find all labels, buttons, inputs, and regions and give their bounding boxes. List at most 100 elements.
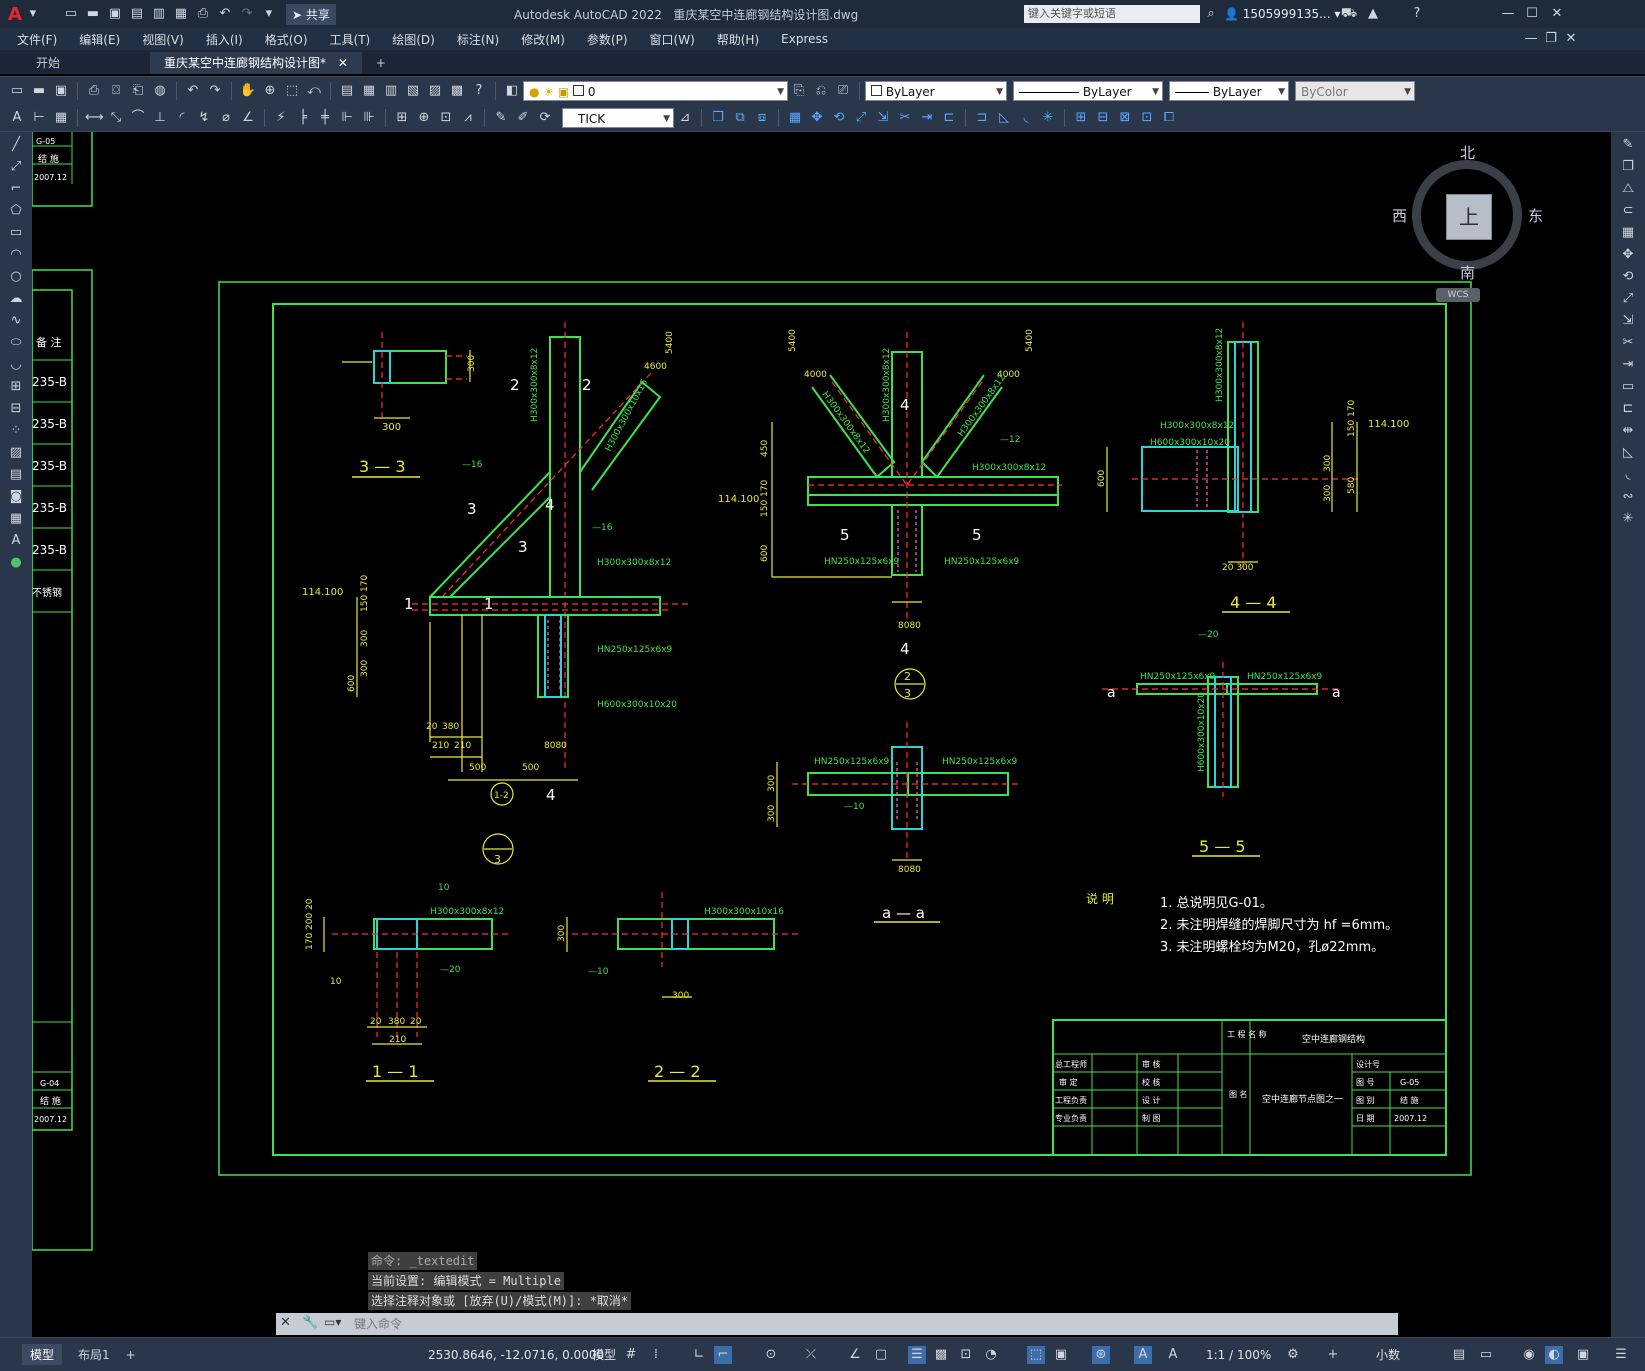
layer-state-icon[interactable]: ⎚	[837, 82, 849, 98]
open-from-web-icon[interactable]: ▥	[152, 6, 166, 21]
dim-style-icon[interactable]: ⊢	[33, 109, 45, 125]
customize-status-icon[interactable]: ☰	[1615, 1346, 1627, 1362]
color-dropdown-icon[interactable]: ▼	[996, 86, 1003, 97]
arc-length-icon[interactable]: ⌒	[131, 109, 145, 125]
join-object-icon[interactable]: ⇹	[1622, 423, 1634, 438]
plot-preview-icon[interactable]: ⌼	[112, 82, 120, 98]
layer-previous-icon[interactable]: ⎌	[815, 82, 827, 98]
lineweight-icon[interactable]: ▢	[874, 1346, 888, 1362]
move-icon[interactable]: ✥	[811, 109, 823, 125]
tab-drawing[interactable]: 重庆某空中连廊钢结构设计图* ✕	[150, 52, 362, 74]
linetype-dropdown-icon[interactable]: ▼	[1152, 86, 1159, 97]
continue-dim-icon[interactable]: ╪	[321, 109, 329, 125]
coordinates[interactable]: 2530.8646, -12.0716, 0.0000	[428, 1347, 605, 1362]
model-space-toggle[interactable]: 模型	[592, 1348, 617, 1362]
dim-update-icon[interactable]: ⟳	[539, 109, 551, 125]
insert-block-icon[interactable]: ⊞	[10, 379, 22, 394]
dim-space-icon[interactable]: ⊩	[341, 109, 353, 125]
zoom-previous-icon[interactable]: ⤺	[307, 82, 321, 98]
3d-print-icon[interactable]: ◍	[154, 82, 166, 98]
clean-screen-icon[interactable]: ▣	[1576, 1346, 1590, 1362]
dim-break-icon[interactable]: ⊪	[363, 109, 375, 125]
gizmo-icon[interactable]: ▣	[1054, 1346, 1068, 1362]
compass-west[interactable]: 西	[1392, 207, 1408, 225]
command-input[interactable]	[352, 1315, 1386, 1333]
isolate-objects-icon[interactable]: ◉	[1523, 1346, 1535, 1362]
maximize-icon[interactable]: ☐	[1526, 6, 1538, 21]
doc-restore-icon[interactable]: ❐	[1545, 31, 1557, 46]
arc-icon[interactable]: ◠	[10, 247, 22, 262]
3d-osnap-icon[interactable]: ⊡	[960, 1346, 972, 1362]
doc-close-icon[interactable]: ✕	[1565, 31, 1577, 46]
save-as-icon[interactable]: ▤	[130, 6, 144, 21]
zoom-realtime-icon[interactable]: ⊕	[264, 82, 276, 98]
new-tab-icon[interactable]: +	[375, 56, 386, 70]
sheet-set-icon[interactable]: ▧	[406, 82, 420, 98]
viewcube[interactable]: 上 北 南 西 东 WCS	[1390, 140, 1550, 310]
table-style-icon[interactable]: ▦	[54, 109, 68, 125]
app-menu-chevron-icon[interactable]: ▾	[29, 6, 37, 21]
region-icon[interactable]: ◙	[9, 489, 23, 504]
array-object-icon[interactable]: ▦	[1621, 225, 1635, 240]
grid-icon[interactable]: #	[625, 1346, 637, 1362]
save-to-web-icon[interactable]: ▦	[174, 6, 188, 21]
chamfer-icon[interactable]: ◺	[999, 109, 1009, 125]
chamfer-object-icon[interactable]: ◺	[1623, 445, 1633, 460]
scale-object-icon[interactable]: ⤢	[1622, 291, 1634, 306]
sun-icon[interactable]: ☀	[543, 84, 555, 99]
command-close-icon[interactable]: ✕	[280, 1315, 291, 1330]
baseline-dim-icon[interactable]: ╞	[299, 109, 307, 125]
annotation-scale[interactable]: 1:1 / 100%	[1206, 1347, 1272, 1362]
extend-icon[interactable]: ⇥	[921, 109, 933, 125]
hatch-icon[interactable]: ▨	[9, 445, 23, 460]
break-at-point-icon[interactable]: ▭	[1621, 379, 1635, 394]
command-customize-icon[interactable]: 🔧	[302, 1315, 319, 1330]
extend-object-icon[interactable]: ⇥	[1622, 357, 1634, 372]
plotstyle-combo[interactable]: ByColor▼	[1295, 80, 1415, 101]
copy-object-icon[interactable]: ❐	[1622, 159, 1634, 174]
quick-properties-icon[interactable]: ▤	[1452, 1346, 1466, 1362]
lock-icon[interactable]: ▣	[557, 84, 570, 99]
radius-dim-icon[interactable]: ◜	[179, 109, 185, 125]
rectangle-icon[interactable]: ▭	[9, 225, 23, 240]
share-button[interactable]: ➤ 共享	[285, 3, 336, 25]
line-icon[interactable]: ╱	[12, 137, 20, 152]
autocad-logo[interactable]: A	[8, 3, 22, 25]
new-icon[interactable]: ▭	[10, 82, 24, 98]
isodraft-icon[interactable]: ⊙	[765, 1346, 777, 1362]
copy-icon[interactable]: ❐	[712, 109, 724, 125]
spline-icon[interactable]: ∿	[10, 313, 22, 328]
annotation-monitor-icon[interactable]: +	[1327, 1346, 1339, 1362]
doc-minimize-icon[interactable]: —	[1524, 31, 1538, 46]
polyline-icon[interactable]: ⌐	[10, 181, 22, 196]
selection-filter-icon[interactable]: ⬚	[1027, 1345, 1045, 1364]
tool-palettes-icon[interactable]: ▥	[384, 82, 398, 98]
command-recent-icon[interactable]: ▭▾	[324, 1315, 342, 1329]
ellipse-arc-icon[interactable]: ◡	[10, 357, 22, 372]
stretch-icon[interactable]: ⇲	[877, 109, 889, 125]
open-file-icon[interactable]: ▬	[86, 6, 100, 21]
dim-edit-icon[interactable]: ✎	[495, 109, 507, 125]
lineweight-dropdown-icon[interactable]: ▼	[1278, 86, 1285, 97]
make-block-icon[interactable]: ⊟	[10, 401, 22, 416]
user-account[interactable]: 👤 1505999135... ▾	[1224, 7, 1341, 21]
compass-east[interactable]: 东	[1528, 207, 1544, 225]
minimize-icon[interactable]: —	[1501, 6, 1515, 21]
calculator-icon[interactable]: ▩	[450, 82, 464, 98]
zoom-window-icon[interactable]: ⬚	[285, 82, 299, 98]
dimstyle-dropdown-icon[interactable]: ▼	[663, 113, 670, 124]
mirror-object-icon[interactable]: ⧍	[1621, 181, 1635, 196]
color-combo[interactable]: ByLayer▼	[865, 80, 1007, 101]
menu-modify[interactable]: 修改(M)	[521, 32, 565, 47]
explode-object-icon[interactable]: ✳	[1622, 511, 1634, 526]
clip-icon[interactable]: ⧠	[1163, 109, 1175, 125]
close-icon[interactable]: ✕	[1551, 6, 1563, 21]
aligned-dim-icon[interactable]: ⤡	[110, 109, 122, 125]
search-box[interactable]: 键入关键字或短语	[1024, 5, 1200, 23]
attribute-icon[interactable]: ⊠	[1119, 109, 1131, 125]
make-current-layer-icon[interactable]: ⎘	[793, 82, 805, 98]
menu-view[interactable]: 视图(V)	[142, 32, 184, 47]
ortho-icon[interactable]: ∟	[693, 1346, 705, 1362]
redo-icon[interactable]: ↷	[241, 6, 253, 21]
move-object-icon[interactable]: ✥	[1622, 247, 1634, 262]
